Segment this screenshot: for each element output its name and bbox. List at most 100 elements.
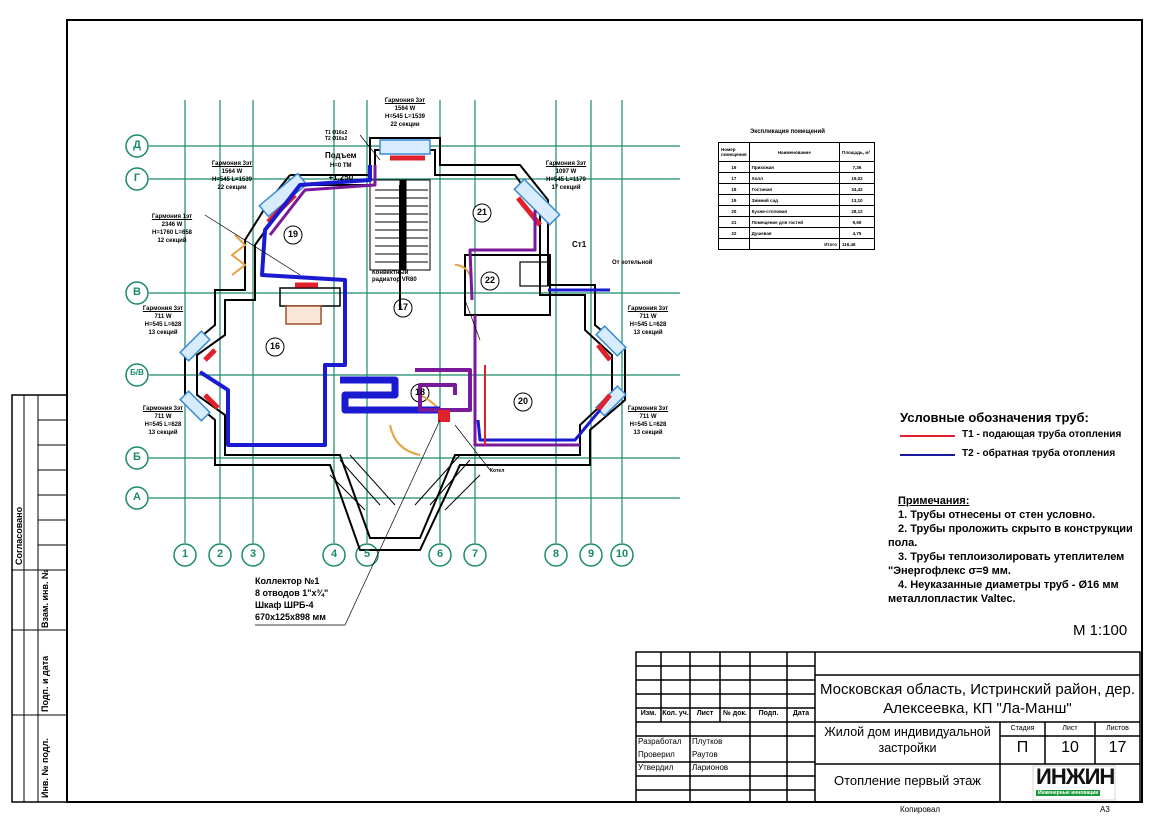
table-cell: Прихожая bbox=[748, 161, 841, 173]
radiator-sections: 13 секций bbox=[148, 330, 178, 336]
radiator-name: Гармония 3эт bbox=[627, 406, 669, 412]
table-cell: 4,75 bbox=[839, 227, 875, 239]
stage-label: Стадия bbox=[1010, 725, 1035, 732]
t1-label: Т1 Ø16x2 bbox=[325, 130, 348, 136]
riser-annotation: Подъем H=0 ТМ +1,250 bbox=[325, 150, 357, 183]
note-item: 2. Трубы проложить скрыто в конструкции … bbox=[888, 523, 1133, 549]
radiator-size: H=545 L=1539 bbox=[384, 114, 426, 120]
scale-label: М 1:100 bbox=[1073, 622, 1128, 639]
radiator-name: Гармония 3эт bbox=[384, 98, 426, 104]
project-object: Жилой дом индивидуальной застройки bbox=[824, 725, 991, 755]
boiler-label: Котел bbox=[490, 468, 505, 474]
axis-bubble bbox=[125, 446, 149, 470]
side-stamp-frame bbox=[11, 394, 68, 803]
radiator-name: Гармония 3эт bbox=[211, 161, 253, 167]
axis-label-column: 2 bbox=[216, 548, 224, 560]
porch-tiles bbox=[329, 454, 481, 511]
note-item: 1. Трубы отнесены от стен условно. bbox=[898, 509, 1096, 521]
radiator-sections: 17 секций bbox=[551, 185, 581, 191]
note-item: 4. Неуказанные диаметры труб - Ø16 мм ме… bbox=[888, 579, 1119, 605]
table-cell: 20 bbox=[718, 205, 750, 217]
header-cell: Номер помещения bbox=[718, 142, 750, 162]
radiator-power: 1097 W bbox=[555, 169, 577, 175]
person-name: Ларионов bbox=[692, 763, 729, 772]
room-number: 22 bbox=[484, 275, 495, 285]
axis-bubble bbox=[125, 486, 149, 510]
role-label: Проверил bbox=[638, 750, 675, 759]
radiator-size: H=1760 L=658 bbox=[151, 230, 193, 236]
collector-line: Коллектор №1 bbox=[255, 576, 320, 586]
title-block-header: Кол. уч. bbox=[662, 710, 689, 717]
riser-level: +1,250 bbox=[328, 173, 354, 182]
axis-bubble bbox=[125, 167, 149, 191]
from-boiler-label: От котельной bbox=[612, 260, 653, 266]
room-marker bbox=[393, 298, 413, 318]
radiator-name: Гармония 3эт bbox=[142, 306, 184, 312]
title-block-header: Дата bbox=[792, 710, 810, 717]
radiators bbox=[179, 139, 627, 422]
collector-line: Шкаф ШРБ-4 bbox=[255, 600, 314, 610]
axis-label-column: 5 bbox=[363, 548, 371, 560]
axis-bubble bbox=[579, 543, 603, 567]
table-cell: 28,12 bbox=[839, 205, 875, 217]
axis-bubble bbox=[610, 543, 634, 567]
riser-label: Подъем bbox=[325, 151, 357, 160]
side-stamp-agreed: Согласовано bbox=[14, 506, 24, 565]
table-cell: 17 bbox=[718, 172, 750, 184]
axis-bubble bbox=[463, 543, 487, 567]
axis-bubble bbox=[322, 543, 346, 567]
radiator-size: H=545 L=1539 bbox=[211, 177, 253, 183]
title-block-header: № док. bbox=[723, 710, 747, 717]
sheet-label: Лист bbox=[1062, 725, 1078, 732]
axis-label-row: В bbox=[133, 286, 141, 298]
axis-bubble bbox=[125, 281, 149, 305]
room-marker bbox=[480, 271, 500, 291]
radiator-name: Гармония 1эт bbox=[151, 214, 193, 220]
axis-label-column: 3 bbox=[249, 548, 257, 560]
t2-label: Т2 Ø16x2 bbox=[325, 136, 348, 142]
riser-st1-label: Ст1 bbox=[572, 240, 587, 249]
axis-bubble bbox=[208, 543, 232, 567]
axis-grid bbox=[125, 100, 680, 567]
axis-label-row: Д bbox=[133, 139, 141, 151]
axis-bubble bbox=[173, 543, 197, 567]
table-cell: Душевая bbox=[748, 227, 841, 239]
logo-subtitle: Инженерные инновации bbox=[1036, 790, 1101, 796]
heating-pipes bbox=[198, 165, 610, 447]
room-number: 17 bbox=[397, 302, 408, 312]
title-block-header: Лист bbox=[696, 710, 714, 717]
sheet-value: 10 bbox=[1061, 739, 1079, 756]
axis-label-column: 1 bbox=[181, 548, 189, 560]
room-marker bbox=[283, 225, 303, 245]
radiator-size: H=545 L=628 bbox=[629, 422, 667, 428]
title-block-grid bbox=[635, 651, 1141, 803]
radiator-sections: 22 секции bbox=[390, 122, 420, 128]
radiator-power: 711 W bbox=[154, 314, 172, 320]
table-cell: 7,36 bbox=[839, 161, 875, 173]
radiator-sections: 22 секции bbox=[217, 185, 247, 191]
table-cell: Гостиная bbox=[748, 183, 841, 195]
radiator-sections: 13 секций bbox=[148, 430, 178, 436]
leader-lines bbox=[204, 134, 491, 626]
side-stamp-lines bbox=[12, 395, 67, 802]
person-name: Раутов bbox=[692, 750, 718, 759]
table-cell: 18 bbox=[718, 183, 750, 195]
stage-value: П bbox=[1016, 739, 1029, 756]
title-block-header: Подп. bbox=[758, 710, 779, 717]
room-marker bbox=[265, 337, 285, 357]
sheets-label: Листов bbox=[1106, 725, 1129, 732]
side-stamp-replace-inv: Взам. инв. № bbox=[40, 568, 50, 628]
total-value: 116,46 bbox=[839, 238, 875, 250]
radiator-name: Гармония 3эт bbox=[627, 306, 669, 312]
